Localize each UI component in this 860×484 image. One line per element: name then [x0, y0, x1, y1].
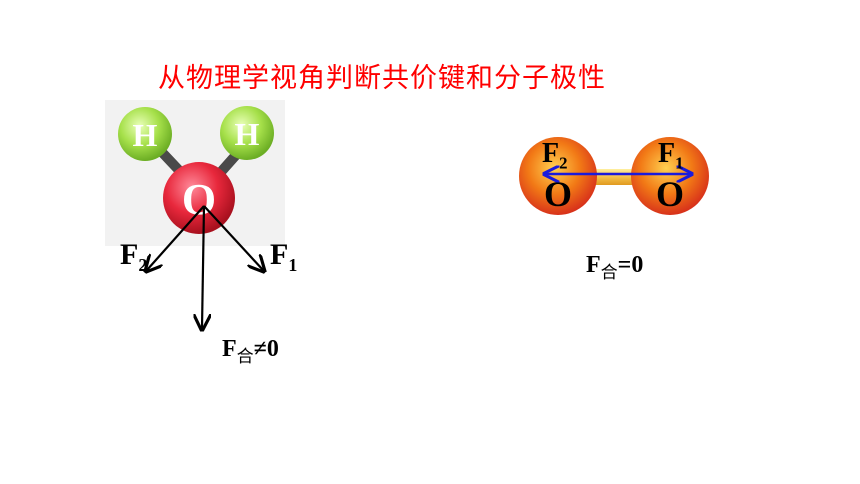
o2-net-force-label: F合=0 — [586, 252, 644, 283]
water-force-f2-arrow — [147, 205, 205, 270]
water-force-vectors — [147, 205, 263, 328]
water-net-force-label: F合≠0 — [222, 336, 279, 367]
hydrogen-left-label: H — [133, 117, 158, 153]
water-net-force-arrow — [202, 205, 204, 328]
water-molecule: H H O — [118, 106, 274, 234]
hydrogen-atom-left — [118, 107, 172, 161]
oxygen-atom-water — [163, 162, 235, 234]
hydrogen-atom-right — [220, 106, 274, 160]
oxygen-right-label: O — [656, 174, 684, 214]
water-force-f2-label: F2 — [120, 238, 148, 275]
oxygen-water-label: O — [182, 175, 216, 224]
o2-force-f1-label: F1 — [658, 138, 684, 173]
hydrogen-right-label: H — [235, 116, 260, 152]
oxygen-molecule: O O — [519, 137, 709, 215]
water-force-f1-arrow — [203, 205, 263, 270]
o2-force-f2-label: F2 — [542, 138, 568, 173]
page-title: 从物理学视角判断共价键和分子极性 — [158, 63, 606, 94]
oxygen-atom-right — [631, 137, 709, 215]
water-force-f1-label: F1 — [270, 238, 298, 275]
oxygen-left-label: O — [544, 174, 572, 214]
